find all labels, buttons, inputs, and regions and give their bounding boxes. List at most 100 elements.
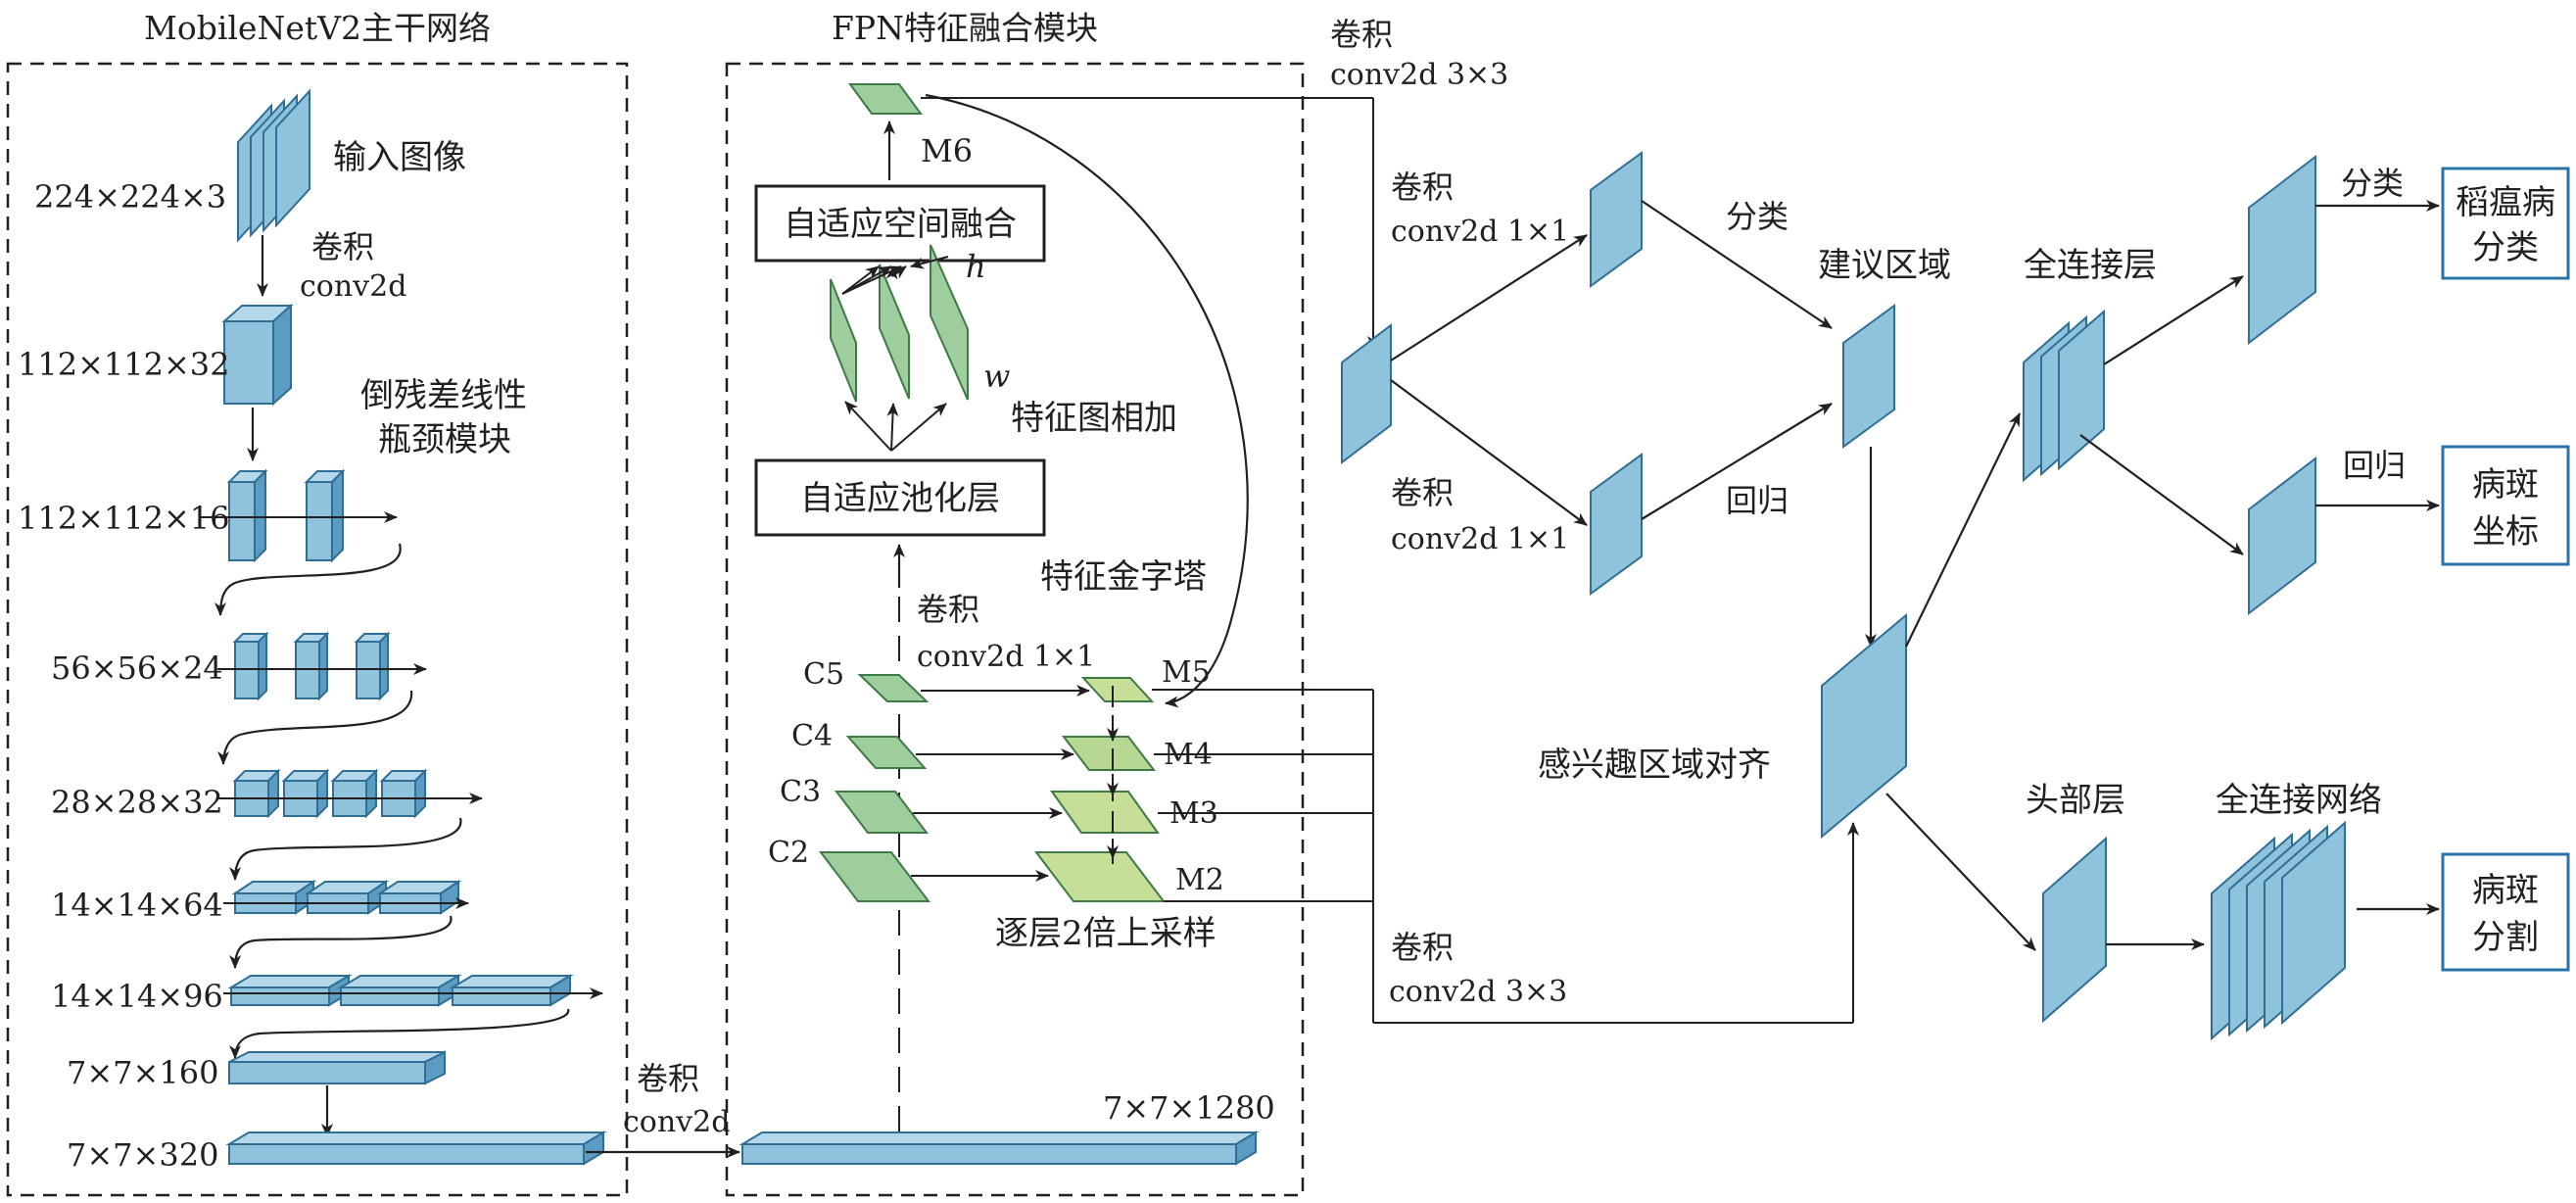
fc-net-stack [2211, 820, 2346, 1041]
bridge-conv-name: conv2d [623, 1105, 730, 1139]
upsample-label: 逐层2倍上采样 [995, 914, 1216, 953]
arrows-maps-to-asff [841, 256, 949, 295]
fpn-title: FPN特征融合模块 [832, 9, 1098, 47]
regress-label: 回归 [1726, 482, 1789, 519]
output-coord-box [2441, 445, 2570, 566]
head-layer-label: 头部层 [2026, 781, 2125, 820]
fpn-base-size: 7×7×1280 [1103, 1089, 1275, 1127]
proposal-arrows [1641, 200, 1833, 520]
bottom-conv-label: 卷积 [1391, 929, 1454, 966]
pool-label: 自适应池化层 [800, 479, 1000, 518]
h-label: h [966, 248, 986, 285]
m2-label: M2 [1175, 863, 1224, 897]
asff-box [754, 184, 1046, 263]
output-arrows [2315, 200, 2440, 511]
proposal-label: 建议区域 [1818, 246, 1951, 285]
curve-stage5-6 [229, 915, 453, 969]
curve-stage2-3 [215, 543, 402, 616]
input-image-label: 输入图像 [333, 138, 466, 177]
stage2-blocks [226, 468, 346, 563]
rpn-reg-map [1590, 453, 1643, 596]
feature-add-label: 特征图相加 [1011, 399, 1177, 438]
stage6-blocks [227, 974, 574, 1007]
roi-align-label: 感兴趣区域对齐 [1538, 746, 1771, 785]
rpn-cls-map [1590, 151, 1643, 288]
output-cls-line1: 稻瘟病 [2456, 183, 2555, 222]
fpn-base-block [739, 1131, 1260, 1166]
c4-label: C4 [791, 719, 833, 753]
curve-stage4-5 [229, 817, 462, 881]
stage3-size: 56×56×24 [51, 650, 223, 687]
rpn-branches [1390, 234, 1588, 526]
fpn-frame [725, 62, 1305, 1197]
stage4-blocks [232, 768, 428, 819]
input-size-label: 224×224×3 [34, 178, 226, 216]
pool-box [754, 458, 1046, 537]
conv-b-label: 卷积 [1391, 474, 1454, 511]
stage5-blocks [231, 880, 462, 915]
c2-label: C2 [768, 836, 809, 870]
fc-branches [2079, 275, 2244, 555]
bottleneck-label-1: 倒残差线性 [360, 376, 527, 415]
weight-maps [830, 244, 969, 403]
stage4-size: 28×28×32 [51, 784, 223, 821]
output-seg-box [2441, 852, 2570, 972]
output-coord-line2: 坐标 [2472, 512, 2539, 552]
w-label: w [983, 358, 1010, 395]
conv-name-1: conv2d [300, 269, 406, 304]
output-seg-line1: 病斑 [2472, 871, 2539, 910]
c3-label: C3 [780, 775, 821, 809]
asff-label: 自适应空间融合 [784, 205, 1017, 244]
stage1-size: 112×112×32 [18, 346, 230, 383]
classify-label: 分类 [1726, 198, 1789, 235]
c-maps [818, 674, 931, 902]
stage8-block [225, 1131, 607, 1166]
stage6-size: 14×14×96 [51, 978, 223, 1015]
backbone-title: MobileNetV2主干网络 [144, 9, 491, 47]
stage2-size: 112×112×16 [18, 500, 230, 537]
regress2-label: 回归 [2343, 447, 2406, 484]
curve-m6-to-m4 [925, 93, 1249, 708]
stage8-size: 7×7×320 [67, 1136, 218, 1174]
m6-label: M6 [921, 132, 973, 169]
conv-label-1: 卷积 [311, 228, 374, 265]
output-coord-line1: 病斑 [2472, 465, 2539, 505]
fc-layer-stack [2023, 309, 2105, 483]
proposal-map [1842, 304, 1895, 449]
m5-label: M5 [1162, 655, 1211, 690]
m6-map [848, 83, 923, 115]
classify2-label: 分类 [2341, 165, 2404, 202]
head-layer-map [2042, 836, 2107, 1024]
top-conv-name: conv2d 3×3 [1330, 58, 1508, 92]
fpn-conv-label: 卷积 [917, 591, 979, 628]
conv-a-label: 卷积 [1391, 168, 1454, 206]
top-conv-label: 卷积 [1330, 16, 1393, 53]
input-image-stack [237, 88, 310, 243]
lateral-arrows [911, 685, 1090, 882]
roi-branches [1885, 412, 2036, 951]
conv-b-name: conv2d 1×1 [1391, 522, 1569, 556]
bottleneck-label-2: 瓶颈模块 [378, 420, 511, 459]
m-maps [1033, 677, 1167, 902]
output-cls-line2: 分类 [2472, 228, 2539, 267]
output-seg-line2: 分割 [2472, 918, 2539, 957]
rpn-feature-map [1341, 322, 1392, 465]
backbone-frame [6, 62, 629, 1197]
conv-a-name: conv2d 1×1 [1391, 215, 1569, 249]
roi-align-map [1821, 612, 1907, 840]
stage7-block [228, 1050, 446, 1085]
fpn-conv-name: conv2d 1×1 [917, 640, 1095, 674]
final-cls-map [2248, 154, 2316, 346]
stage3-blocks [232, 631, 391, 701]
curve-stage3-4 [217, 690, 413, 765]
pyramid-label: 特征金字塔 [1040, 557, 1207, 597]
bridge-conv-label: 卷积 [637, 1060, 699, 1097]
stage7-size: 7×7×160 [67, 1054, 218, 1091]
fc-layer-label: 全连接层 [2024, 246, 2157, 285]
fpn-output-bus [921, 97, 1859, 1024]
stage5-size: 14×14×64 [51, 887, 223, 924]
bottom-conv-name: conv2d 3×3 [1389, 975, 1567, 1009]
curve-stage6-7 [229, 1008, 570, 1059]
arrows-pool-to-maps [844, 401, 947, 452]
